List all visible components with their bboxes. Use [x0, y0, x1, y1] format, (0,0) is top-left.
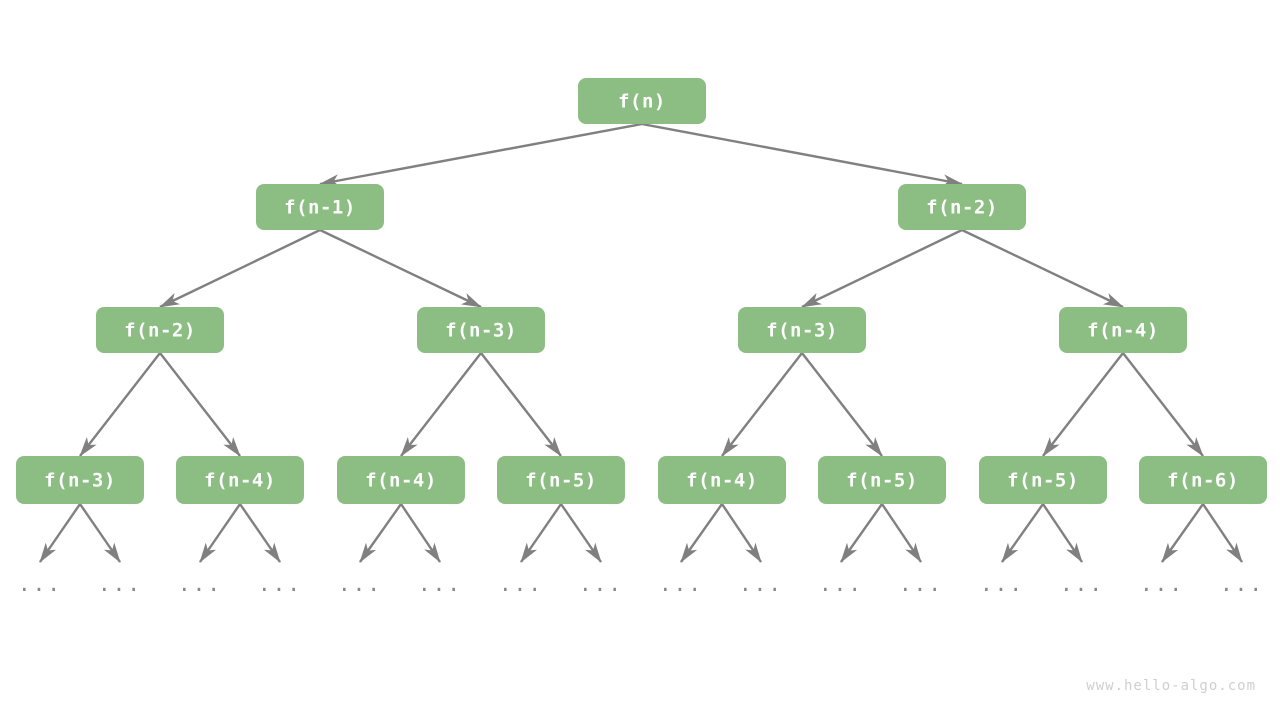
tree-node-box — [1059, 307, 1187, 353]
tree-edge — [79, 352, 161, 457]
tree-node-label: f(n-5) — [525, 470, 597, 492]
ellipsis-marker: ... — [98, 572, 142, 596]
tree-edge-to-ellipsis — [840, 503, 883, 563]
tree-node[interactable]: f(n) — [578, 78, 706, 124]
tree-edge-to-ellipsis — [1161, 503, 1204, 563]
tree-edge — [641, 122, 963, 187]
tree-node[interactable]: f(n-1) — [256, 184, 384, 230]
tree-node[interactable]: f(n-3) — [738, 307, 866, 353]
ellipsis-marker: ... — [659, 572, 703, 596]
tree-node-label: f(n) — [618, 91, 666, 113]
tree-edge — [801, 228, 963, 309]
tree-node-box — [818, 456, 946, 504]
tree-edge — [319, 122, 643, 187]
tree-edge-to-ellipsis — [79, 503, 121, 563]
tree-node-label: f(n-4) — [1087, 320, 1159, 342]
tree-node[interactable]: f(n-3) — [16, 456, 144, 504]
ellipsis-marker: ... — [1060, 572, 1104, 596]
tree-node[interactable]: f(n-2) — [898, 184, 1026, 230]
tree-edge — [400, 352, 482, 457]
tree-node-label: f(n-1) — [284, 197, 356, 219]
tree-node-box — [176, 456, 304, 504]
ellipsis-marker: ... — [499, 572, 543, 596]
tree-edge-to-ellipsis — [680, 503, 723, 563]
tree-edge-to-ellipsis — [400, 503, 441, 563]
tree-edge — [159, 352, 241, 457]
tree-node-label: f(n-4) — [204, 470, 276, 492]
ellipsis-marker: ... — [418, 572, 462, 596]
tree-edge — [1042, 352, 1124, 457]
nodes-layer: f(n) f(n-1) f(n-2) f(n-2) f(n-3) f(n-3) f(n-4)… — [16, 78, 1267, 504]
tree-edge — [480, 352, 562, 457]
tree-node[interactable]: f(n-4) — [658, 456, 786, 504]
tree-edge-to-ellipsis — [721, 503, 762, 563]
tree-node[interactable]: f(n-5) — [979, 456, 1107, 504]
ellipsis-marker: ... — [258, 572, 302, 596]
tree-node-box — [96, 307, 224, 353]
tree-node-label: f(n-5) — [1007, 470, 1079, 492]
tree-node-label: f(n-3) — [766, 320, 838, 342]
tree-edge-to-ellipsis — [39, 503, 81, 563]
tree-edge-to-ellipsis — [1001, 503, 1044, 563]
tree-node-box — [658, 456, 786, 504]
tree-node-box — [738, 307, 866, 353]
tree-edge-to-ellipsis — [239, 503, 281, 563]
ellipsis-marker: ... — [338, 572, 382, 596]
tree-edge-to-ellipsis — [1202, 503, 1243, 563]
tree-node-label: f(n-2) — [926, 197, 998, 219]
tree-edge-to-ellipsis — [1042, 503, 1083, 563]
tree-node[interactable]: f(n-5) — [818, 456, 946, 504]
tree-node-box — [898, 184, 1026, 230]
watermark-label: www.hello-algo.com — [1086, 678, 1256, 694]
ellipsis-marker: ... — [980, 572, 1024, 596]
tree-node-box — [337, 456, 465, 504]
tree-node[interactable]: f(n-5) — [497, 456, 625, 504]
tree-node-label: f(n-4) — [686, 470, 758, 492]
tree-node-label: f(n-3) — [445, 320, 517, 342]
tree-edge — [801, 352, 883, 457]
tree-node-box — [16, 456, 144, 504]
tree-node[interactable]: f(n-3) — [417, 307, 545, 353]
ellipsis-marker: ... — [18, 572, 62, 596]
ellipsis-marker: ... — [1140, 572, 1184, 596]
tree-edge-to-ellipsis — [199, 503, 241, 563]
ellipsis-marker: ... — [579, 572, 623, 596]
tree-node-box — [256, 184, 384, 230]
tree-edge — [159, 228, 321, 309]
tree-edge-to-ellipsis — [520, 503, 562, 563]
tree-node-label: f(n-3) — [44, 470, 116, 492]
leaf-arrows-layer — [39, 503, 1243, 563]
tree-node-label: f(n-4) — [365, 470, 437, 492]
tree-node-label: f(n-2) — [124, 320, 196, 342]
tree-node[interactable]: f(n-4) — [337, 456, 465, 504]
tree-edge — [319, 228, 482, 309]
tree-node[interactable]: f(n-2) — [96, 307, 224, 353]
tree-edge-to-ellipsis — [881, 503, 922, 563]
ellipsis-marker: ... — [739, 572, 783, 596]
tree-node-box — [979, 456, 1107, 504]
tree-node[interactable]: f(n-6) — [1139, 456, 1267, 504]
edges-layer — [79, 122, 1204, 457]
tree-edge — [961, 228, 1124, 309]
ellipsis-marker: ... — [899, 572, 943, 596]
tree-node-box — [1139, 456, 1267, 504]
tree-node-box — [578, 78, 706, 124]
ellipsis-layer: ........................................… — [18, 572, 1264, 596]
ellipsis-marker: ... — [819, 572, 863, 596]
ellipsis-marker: ... — [1220, 572, 1264, 596]
tree-edge-to-ellipsis — [560, 503, 602, 563]
tree-node-box — [417, 307, 545, 353]
tree-node-label: f(n-5) — [846, 470, 918, 492]
ellipsis-marker: ... — [178, 572, 222, 596]
tree-edge — [721, 352, 803, 457]
tree-node-label: f(n-6) — [1167, 470, 1239, 492]
tree-node-box — [497, 456, 625, 504]
tree-node[interactable]: f(n-4) — [1059, 307, 1187, 353]
tree-node[interactable]: f(n-4) — [176, 456, 304, 504]
tree-edge-to-ellipsis — [359, 503, 402, 563]
tree-edge — [1122, 352, 1204, 457]
